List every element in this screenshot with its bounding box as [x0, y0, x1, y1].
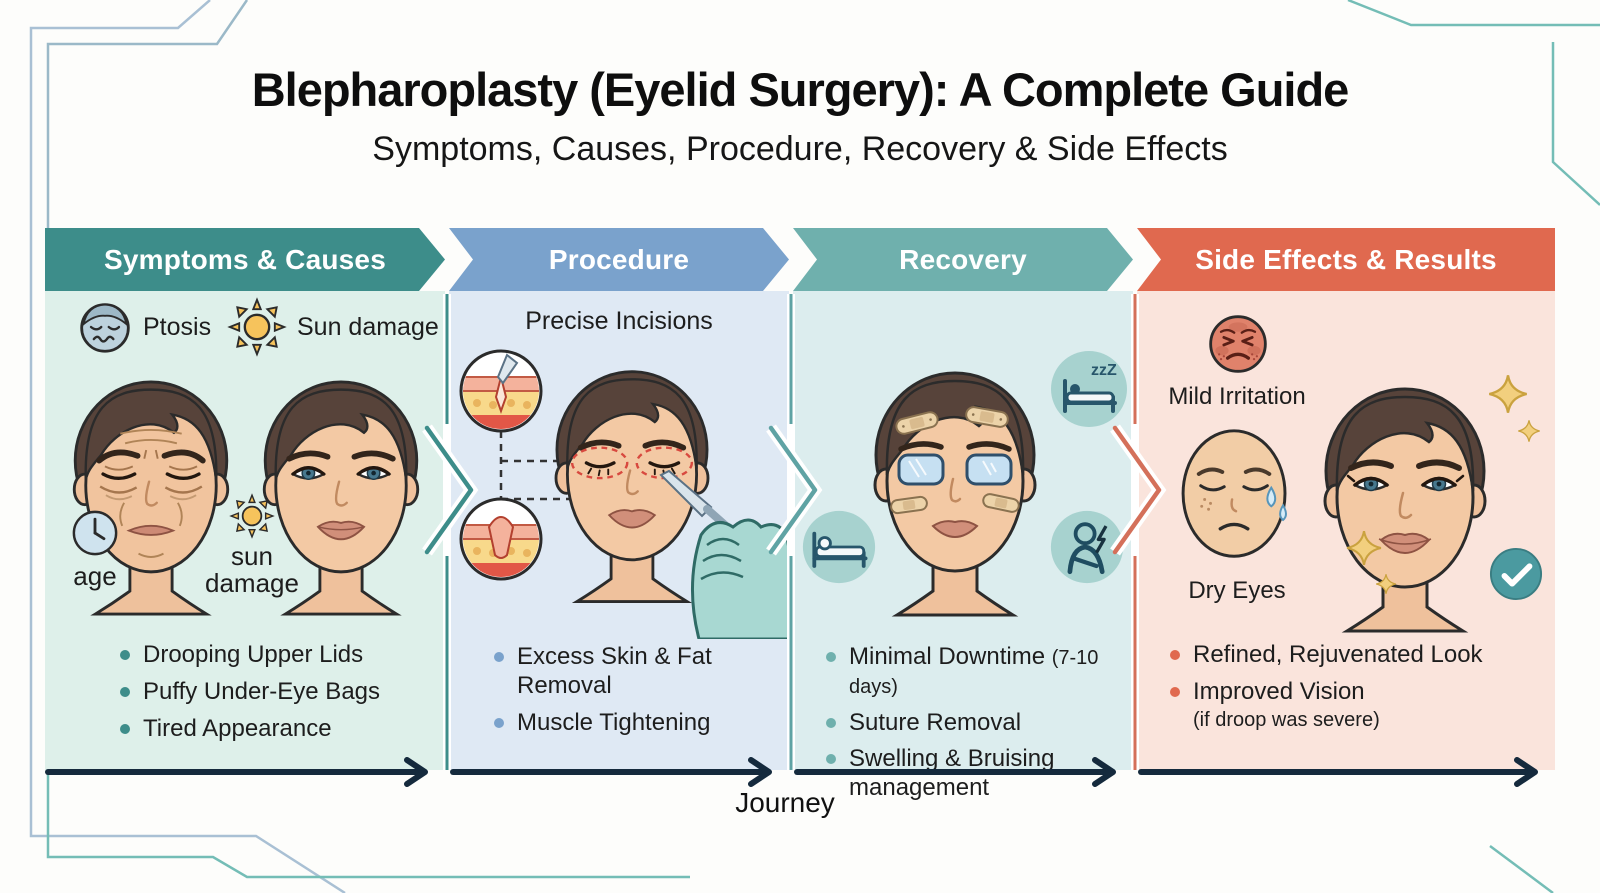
- recovery-face-illustration: [873, 371, 1037, 617]
- bullet-item: Improved Vision(if droop was severe): [1167, 678, 1537, 732]
- panel-procedure: Procedure Precise Incisions: [449, 228, 789, 770]
- procedure-face-illustration: [554, 370, 710, 604]
- sun-damage-annotation: sun damage: [197, 493, 307, 598]
- age-label: age: [73, 561, 117, 591]
- panel-symptoms-causes: Symptoms & Causes Ptosis: [45, 228, 445, 770]
- bullet-item: Minimal Downtime (7-10 days): [823, 643, 1123, 701]
- clock-icon: [72, 510, 118, 556]
- panel-recovery: Recovery: [793, 228, 1133, 801]
- symptoms-bullet-list: Drooping Upper Lids Puffy Under-Eye Bags…: [117, 641, 427, 751]
- panel-body-side-effects: Mild Irritation Dry Eyes: [1137, 291, 1555, 770]
- ptosis-label-group: Ptosis: [77, 299, 211, 355]
- healthy-face-illustration: [262, 380, 420, 616]
- procedure-bullet-list: Excess Skin & Fat Removal Muscle Tighten…: [491, 643, 743, 745]
- panel-body-symptoms: Ptosis Sun damage: [45, 291, 445, 770]
- page-title: Blepharoplasty (Eyelid Surgery): A Compl…: [251, 63, 1350, 116]
- scalpel-hand-icon: [659, 469, 789, 639]
- eye-cold-pads-icon: [897, 453, 1013, 486]
- panel-side-effects: Side Effects & Results Mild Irritation: [1137, 228, 1555, 770]
- bullet-item: Drooping Upper Lids: [117, 641, 427, 670]
- panel-header-symptoms: Symptoms & Causes: [45, 228, 445, 291]
- check-circle-icon: [1489, 547, 1543, 601]
- tired-face-illustration: [72, 380, 230, 616]
- panel-header-recovery: Recovery: [793, 228, 1133, 291]
- incision-cross-section-icon: [459, 349, 543, 433]
- procedure-illustration: [459, 349, 789, 639]
- bullet-item: Excess Skin & Fat Removal: [491, 643, 743, 701]
- ptosis-label: Ptosis: [143, 312, 212, 341]
- panel-body-procedure: Precise Incisions: [449, 291, 789, 770]
- bullet-item: Suture Removal: [823, 709, 1123, 738]
- journey-label: Journey: [735, 787, 835, 818]
- sleep-zzz-text: zzZ: [1091, 362, 1117, 379]
- sparkle-icon: [1376, 574, 1396, 594]
- pain-person-icon: [1050, 510, 1124, 584]
- panel-band: Symptoms & Causes Ptosis: [45, 228, 1555, 801]
- ptosis-face-icon: [80, 303, 130, 353]
- panel-body-recovery: zzZ: [793, 291, 1133, 801]
- sun-damage-label: Sun damage: [297, 312, 439, 341]
- sparkle-icon: [1346, 530, 1382, 566]
- results-bullet-list: Refined, Rejuvenated Look Improved Visio…: [1167, 641, 1537, 740]
- procedure-caption: Precise Incisions: [525, 307, 713, 335]
- sun-damage-label-group: Sun damage: [227, 297, 439, 357]
- dashed-connectors: [499, 431, 577, 501]
- irritated-face-icon: [1209, 315, 1267, 373]
- rest-bed-icon: [802, 510, 876, 584]
- bullet-item: Refined, Rejuvenated Look: [1167, 641, 1537, 670]
- closed-incision-icon: [459, 497, 543, 581]
- dry-eyes-face-icon: [1181, 429, 1287, 558]
- sun-icon-small: [229, 493, 275, 539]
- sun-icon: [227, 297, 287, 357]
- mild-irritation-label: Mild Irritation: [1168, 383, 1306, 410]
- sparkle-icon: [1518, 420, 1540, 442]
- sparkle-icon: [1489, 375, 1527, 413]
- age-annotation: age: [55, 507, 135, 590]
- panel-header-side-effects: Side Effects & Results: [1137, 228, 1555, 291]
- bullet-item: Tired Appearance: [117, 715, 427, 744]
- dry-eyes-label: Dry Eyes: [1188, 577, 1286, 604]
- bullet-item: Swelling & Bruising management: [823, 745, 1123, 803]
- rejuvenated-face-illustration: [1323, 387, 1487, 633]
- sleep-bed-icon: zzZ: [1051, 351, 1127, 427]
- panel-header-procedure: Procedure: [449, 228, 789, 291]
- recovery-bullet-list: Minimal Downtime (7-10 days) Suture Remo…: [823, 643, 1123, 811]
- sun-damage-annotation-label: sun damage: [205, 541, 299, 599]
- bullet-item: Puffy Under-Eye Bags: [117, 678, 427, 707]
- page-subtitle: Symptoms, Causes, Procedure, Recovery & …: [372, 130, 1228, 168]
- bandages-icon: [890, 406, 1020, 515]
- bullet-item: Muscle Tightening: [491, 709, 743, 738]
- journey-timeline-arrows: [45, 757, 1538, 787]
